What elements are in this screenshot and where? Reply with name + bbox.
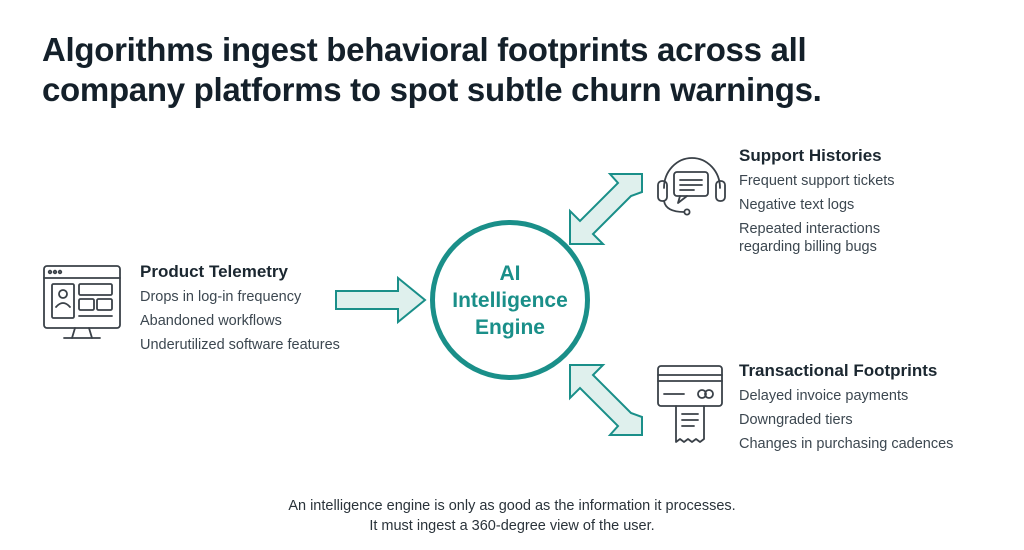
footer-line-1: An intelligence engine is only as good a… [288, 498, 736, 514]
monitor-dashboard-icon [43, 265, 121, 339]
title-line-1: Algorithms ingest behavioral footprints … [42, 31, 807, 68]
page-title: Algorithms ingest behavioral footprints … [42, 30, 982, 110]
list-item: Underutilized software features [140, 337, 340, 353]
list-item: Drops in log-in frequency [140, 289, 302, 305]
transactional-footprints-heading: Transactional Footprints [739, 361, 938, 380]
engine-label-line-2: Intelligence [452, 288, 568, 312]
list-item: Abandoned workflows [140, 313, 282, 329]
list-item: Frequent support tickets [739, 173, 895, 189]
list-item: Delayed invoice payments [739, 388, 909, 404]
arrow-support-to-engine [569, 173, 643, 245]
transactional-footprints-list: Delayed invoice payments Downgraded tier… [739, 387, 953, 453]
product-telemetry-list: Drops in log-in frequency Abandoned work… [140, 288, 340, 354]
engine-label-line-3: Engine [474, 315, 545, 339]
support-histories-heading: Support Histories [739, 146, 882, 165]
list-item: regarding billing bugs [739, 239, 877, 255]
list-item: Downgraded tiers [739, 412, 853, 428]
engine-label-line-1: AI [499, 261, 521, 285]
footer-caption: An intelligence engine is only as good a… [0, 496, 1024, 536]
footer-line-2: It must ingest a 360-degree view of the … [369, 518, 655, 534]
list-item: Changes in purchasing cadences [739, 436, 954, 452]
arrow-transactional-to-engine [569, 364, 643, 436]
title-line-2: company platforms to spot subtle churn w… [42, 71, 822, 108]
product-telemetry-block: Product Telemetry Drops in log-in freque… [140, 262, 340, 360]
ai-engine-circle: AI Intelligence Engine [430, 220, 590, 380]
card-receipt-icon [657, 365, 723, 443]
arrow-telemetry-to-engine [335, 275, 427, 325]
headset-chat-icon [657, 157, 726, 216]
transactional-footprints-block: Transactional Footprints Delayed invoice… [739, 361, 953, 459]
list-item: Repeated interactions [739, 221, 881, 237]
product-telemetry-heading: Product Telemetry [140, 262, 289, 281]
support-histories-block: Support Histories Frequent support ticke… [739, 146, 895, 262]
list-item: Negative text logs [739, 197, 855, 213]
support-histories-list: Frequent support tickets Negative text l… [739, 172, 895, 256]
